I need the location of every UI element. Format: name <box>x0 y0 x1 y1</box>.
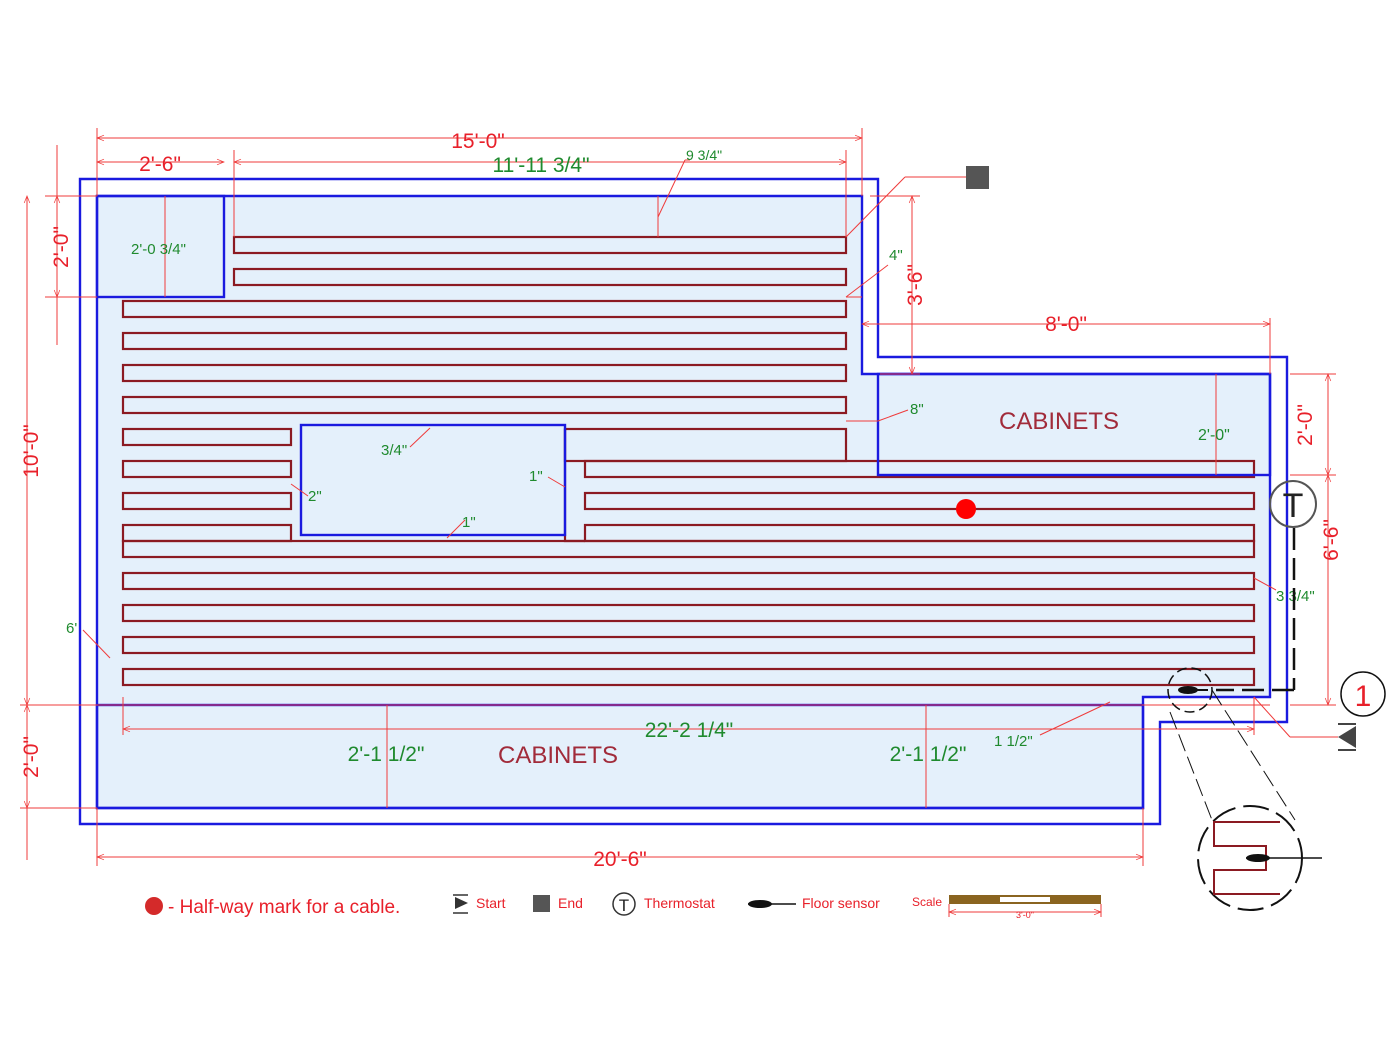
dim-6: 6' <box>66 620 77 637</box>
dim-left-10-0: 10'-0" <box>20 424 43 478</box>
detail-callout-lines <box>1169 689 1296 821</box>
room-outline <box>78 177 1289 826</box>
dim-3-3-4: 3 3/4" <box>1276 588 1315 605</box>
room-fill <box>97 196 1270 808</box>
dimension-lines <box>20 128 1338 866</box>
dim-right-2-0: 2'-0" <box>1294 404 1317 446</box>
dim-3-6: 3'-6" <box>904 264 927 306</box>
svg-text:1: 1 <box>1355 680 1372 713</box>
dim-8-0: 8'-0" <box>1045 313 1087 336</box>
dim-left-2-0-top: 2'-0" <box>50 226 73 268</box>
cable-run <box>121 427 293 447</box>
cable-start-marker <box>1338 723 1356 751</box>
legend-halfway-label: - Half-way mark for a cable. <box>168 897 400 918</box>
dim-11-11-3-4: 11'-11 3/4" <box>492 154 589 177</box>
legend-halfway-icon <box>145 897 163 915</box>
cable-run <box>583 491 1256 511</box>
scale-bar <box>948 895 1102 917</box>
cable-run <box>121 395 848 415</box>
cable-run <box>121 459 293 479</box>
dim-cabinets-2-0: 2'-0" <box>1198 427 1230 444</box>
legend-end-label: End <box>558 895 583 911</box>
dim-1in-right: 1" <box>529 468 543 485</box>
cable-run <box>121 491 293 511</box>
dim-2-0-3-4: 2'-0 3/4" <box>131 241 186 258</box>
dim-9-3-4: 9 3/4" <box>686 147 722 163</box>
legend-end-icon <box>533 895 550 912</box>
cable-run <box>121 635 1256 655</box>
dim-2in: 2" <box>308 488 322 505</box>
halfway-mark-dot <box>956 499 976 519</box>
cable-run <box>583 459 1256 479</box>
dim-20-6: 20'-6" <box>593 848 647 871</box>
dim-2-1-1-2-right: 2'-1 1/2" <box>890 743 967 766</box>
cable-end-marker <box>966 166 989 189</box>
dim-2-6: 2'-6" <box>139 153 181 176</box>
section-marker: 1 <box>1340 671 1386 717</box>
dim-4in: 4" <box>889 247 903 264</box>
cabinets-label-bottom: CABINETS <box>498 742 618 769</box>
thermostat-symbol: T <box>1269 480 1317 528</box>
dim-1in-bottom: 1" <box>462 514 476 531</box>
cable-run <box>121 603 1256 623</box>
legend: - Half-way mark for a cable. Start End T… <box>145 892 1102 920</box>
detail-view <box>1197 805 1322 911</box>
legend-thermostat-label: Thermostat <box>644 895 715 911</box>
cable-run <box>232 267 848 287</box>
dimension-labels-green: 11'-11 3/4" 9 3/4" 2'-0 3/4" 4" 8" 2'-0"… <box>66 147 1315 766</box>
legend-floor-sensor-label: Floor sensor <box>802 895 880 911</box>
dim-22-2-1-4: 22'-2 1/4" <box>645 719 734 742</box>
heating-cable <box>121 235 1256 687</box>
legend-scale-label: Scale <box>912 895 942 909</box>
sensor-wire <box>1216 528 1296 692</box>
dim-6-6: 6'-6" <box>1320 519 1343 561</box>
legend-floor-sensor-icon <box>748 900 796 908</box>
legend-start-icon <box>453 894 468 914</box>
dim-8in: 8" <box>910 401 924 418</box>
cabinets-label-top: CABINETS <box>999 408 1119 435</box>
svg-text:T: T <box>619 896 629 915</box>
cable-run <box>121 299 848 319</box>
legend-start-label: Start <box>476 895 506 911</box>
cable-run <box>121 363 848 383</box>
legend-thermostat-icon: T <box>612 892 636 916</box>
cable-run <box>121 667 1256 687</box>
dim-3-4: 3/4" <box>381 442 407 459</box>
cable-run <box>232 235 848 255</box>
cable-run <box>121 539 1256 559</box>
scale-bar-dim: 3'-0" <box>1016 910 1034 920</box>
svg-text:T: T <box>1283 487 1304 525</box>
dim-15-0: 15'-0" <box>451 130 505 153</box>
dim-1-1-2: 1 1/2" <box>994 733 1033 750</box>
dim-2-1-1-2-left: 2'-1 1/2" <box>348 743 425 766</box>
dim-left-2-0-bot: 2'-0" <box>20 736 43 778</box>
cable-run <box>121 331 848 351</box>
cable-run <box>121 571 1256 591</box>
dimension-labels-red: 15'-0" 2'-6" 8'-0" 20'-6" 2'-0" 10'-0" 2… <box>20 130 1343 871</box>
